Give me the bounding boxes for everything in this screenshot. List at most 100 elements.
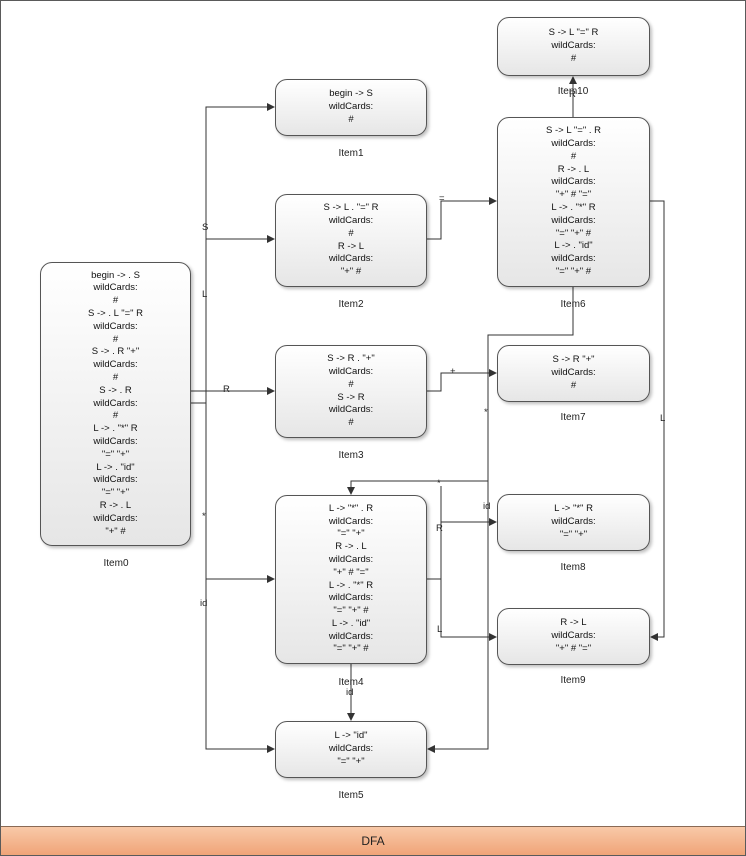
edge-label-star4: * (437, 478, 441, 489)
state-line: S -> L . "=" R (323, 202, 379, 214)
state-line: L -> . "*" R (551, 202, 596, 213)
edge-label-l: L (202, 289, 208, 300)
edge-item3-item7 (427, 369, 497, 392)
state-item4-caption: Item4 (338, 677, 364, 688)
state-line: # (348, 417, 354, 429)
state-line: wildCards: (93, 320, 138, 332)
edge-label-l6: L (660, 413, 666, 424)
state-line: "=" "+" (101, 448, 130, 460)
state-line: wildCards: (551, 176, 596, 188)
state-line: S -> R . "+" (327, 353, 375, 365)
state-item6-caption: Item6 (560, 299, 586, 310)
state-line: wildCards: (551, 253, 596, 265)
state-line: wildCards: (328, 365, 374, 377)
edge-item4-item9 (440, 579, 497, 641)
state-line: "=" "+" # (555, 227, 592, 239)
state-line: wildCards: (328, 743, 374, 755)
edge-item0-trunk (191, 103, 275, 404)
state-line: "=" "+" (337, 528, 365, 540)
state-line: L -> . "id" (331, 617, 371, 629)
state-line: wildCards: (551, 367, 596, 379)
state-line: R -> . L (557, 163, 590, 175)
state-line: wildCards: (328, 592, 374, 604)
edge-label-r6: R (569, 89, 576, 100)
state-line: "+" # "=" (555, 189, 592, 201)
diagram-title-bar: DFA (1, 826, 745, 855)
state-line: wildCards: (551, 630, 596, 642)
state-line: "=" "+" # (333, 605, 369, 617)
state-item8-caption: Item8 (560, 562, 586, 573)
state-line: # (112, 372, 119, 383)
state-item7-caption: Item7 (560, 412, 586, 423)
state-line: "+" # (105, 525, 126, 537)
state-line: wildCards: (551, 214, 596, 226)
state-line: S -> R "+" (552, 354, 595, 366)
edge-label-s: S (202, 222, 209, 233)
edge-label-plus: + (450, 366, 456, 377)
state-line: "=" "+" # (333, 643, 369, 655)
state-line: # (570, 379, 577, 391)
state-line: L -> . "*" R (93, 423, 138, 435)
state-item7[interactable]: S -> R "+"wildCards:# (497, 345, 650, 402)
state-line: L -> "id" (334, 730, 368, 742)
state-line: wildCards: (93, 359, 138, 371)
state-line: wildCards: (93, 435, 138, 447)
state-line: wildCards: (328, 101, 374, 113)
state-line: begin -> S (329, 88, 373, 100)
state-line: wildCards: (551, 138, 596, 150)
state-line: L -> . "id" (96, 461, 135, 473)
state-line: wildCards: (328, 630, 374, 642)
state-line: S -> R (337, 391, 365, 403)
state-item0-caption: Item0 (103, 558, 129, 569)
state-item5[interactable]: L -> "id"wildCards:"=" "+" (275, 721, 427, 778)
edge-label-r: R (223, 384, 230, 395)
state-line: wildCards: (328, 253, 374, 265)
state-item2-caption: Item2 (338, 299, 364, 310)
state-line: S -> L "=" . R (546, 125, 601, 137)
diagram-title: DFA (361, 834, 385, 848)
state-line: S -> L "=" R (548, 27, 599, 39)
state-item9-caption: Item9 (560, 675, 586, 686)
state-item10-caption: Item10 (557, 86, 589, 97)
state-line: wildCards: (328, 515, 374, 527)
state-line: # (112, 295, 119, 307)
state-line: # (112, 333, 119, 345)
state-line: wildCards: (328, 214, 374, 226)
state-line: wildCards: (93, 282, 138, 294)
edge-item6-item4 (347, 287, 574, 495)
edge-label-star: * (202, 511, 206, 522)
state-line: # (348, 378, 354, 390)
state-line: wildCards: (93, 397, 138, 409)
state-line: # (570, 52, 577, 64)
state-line: "+" # "=" (333, 566, 369, 578)
state-line: # (348, 113, 354, 125)
state-item3-caption: Item3 (338, 450, 364, 461)
edge-label-id6: id (483, 501, 491, 512)
state-line: begin -> . S (91, 269, 140, 281)
state-line: "=" "+" (337, 755, 365, 767)
edge-item2-item6 (427, 197, 497, 240)
state-item1-caption: Item1 (338, 148, 364, 159)
state-line: L -> "*" R (554, 503, 593, 515)
state-line: "=" "+" (559, 528, 588, 540)
state-line: # (112, 410, 119, 422)
edge-label-id: id (200, 598, 208, 609)
state-line: "=" "+" # (555, 265, 592, 277)
state-line: L -> . "id" (554, 240, 593, 252)
state-line: "+" # "=" (555, 642, 592, 654)
state-line: wildCards: (328, 404, 374, 416)
edge-label-id4: id (346, 687, 354, 698)
state-line: R -> L (560, 617, 587, 629)
edge-label-star6: * (484, 407, 488, 418)
state-line: wildCards: (328, 553, 374, 565)
